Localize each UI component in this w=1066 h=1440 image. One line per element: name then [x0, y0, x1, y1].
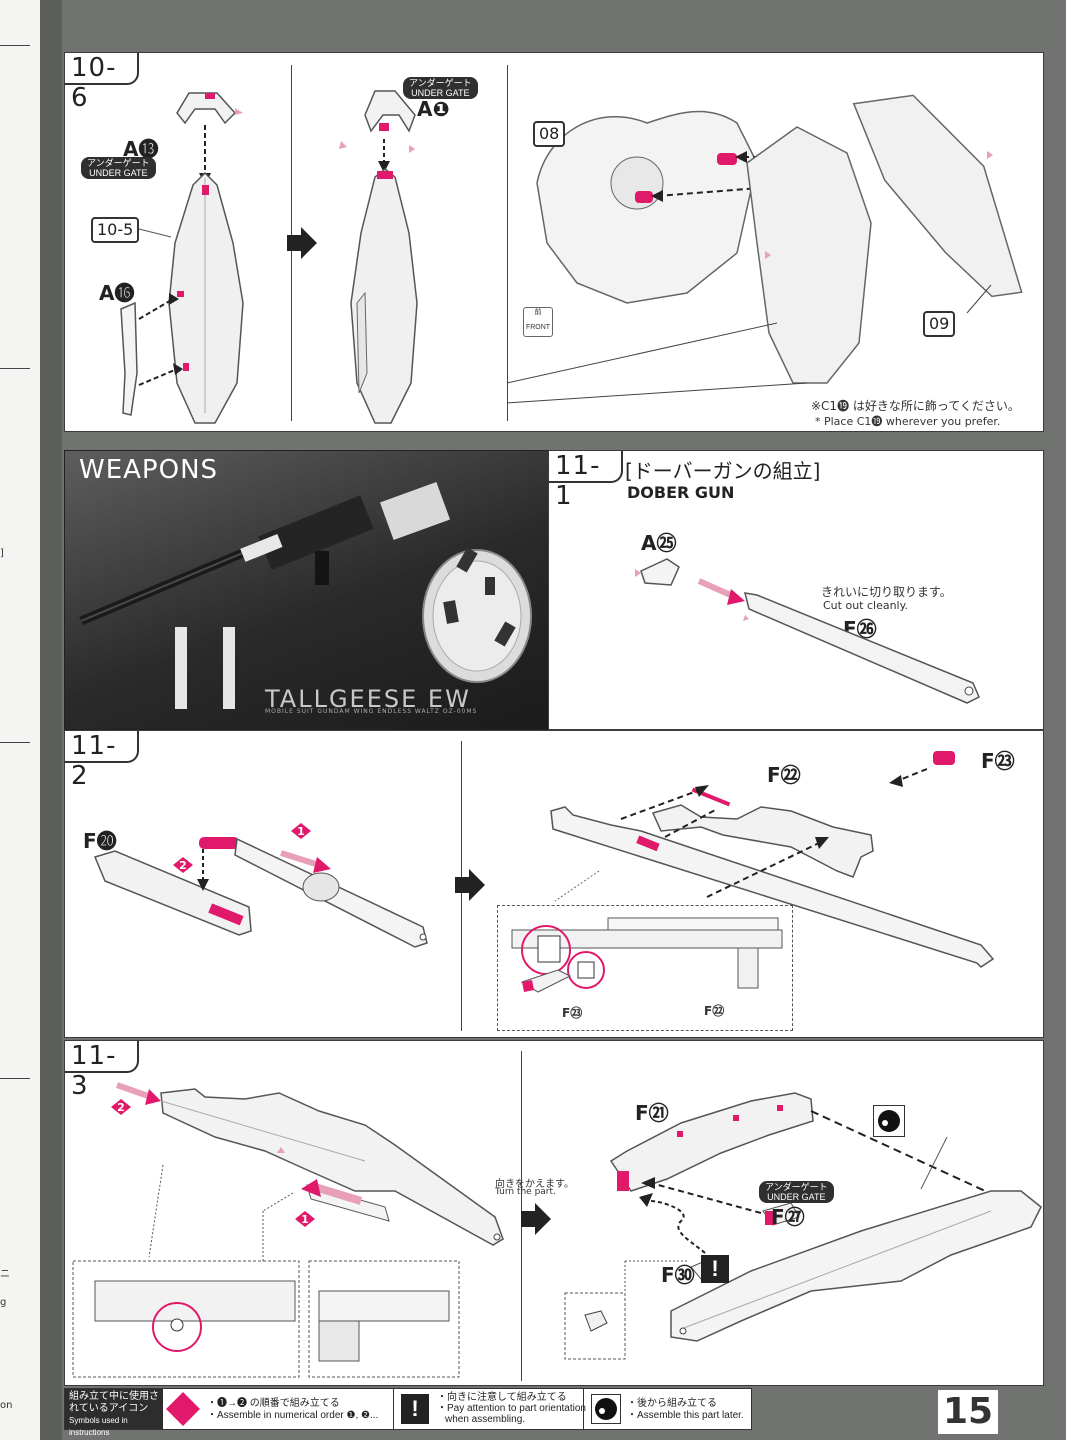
- ref-part-09: 09: [923, 311, 956, 337]
- step-number: 11-2: [65, 731, 139, 791]
- inset-label-f23: F㉓: [562, 1006, 583, 1020]
- gun-body-diagram: 2 1: [72, 1082, 504, 1378]
- order-icon: [166, 1392, 200, 1426]
- ref-part-08: 08: [533, 121, 566, 147]
- step-number: 11-1: [549, 451, 623, 511]
- step-11-2-panel: 11-2 F⓴ 1 2: [64, 730, 1044, 1038]
- part-label-a16: A⓰: [99, 281, 135, 305]
- part-label-f20: F⓴: [83, 829, 117, 853]
- step-number: 11-3: [65, 1041, 139, 1101]
- caution-icon: !: [701, 1255, 729, 1283]
- dober-gun-photo: [79, 481, 532, 709]
- weapons-title: WEAPONS: [79, 455, 219, 485]
- turn-note-en: Turn the part.: [495, 1187, 556, 1197]
- barrel-assembly-diagram: 1 2: [93, 823, 428, 948]
- shield-part-diagram: [120, 92, 244, 424]
- part-label-f30: F㉚: [661, 1263, 695, 1287]
- next-arrow-icon: [287, 227, 317, 259]
- step-title-jp: [ドーバーガンの組立]: [625, 459, 821, 483]
- next-arrow-icon: [521, 1203, 551, 1235]
- order-number-2: 2: [179, 859, 187, 872]
- panel-divider: [507, 65, 508, 421]
- placement-note-en: * Place C1⓳ wherever you prefer.: [815, 415, 1001, 428]
- step-title-en: DOBER GUN: [627, 483, 735, 502]
- step-11-3-panel: 11-3 2 1 向きをかえます。: [64, 1040, 1044, 1386]
- cut-note-jp: きれいに切り取ります。: [821, 585, 952, 599]
- order-number-2: 2: [117, 1101, 125, 1114]
- shoulder-attach-diagram: [506, 94, 1023, 404]
- barrel-frame-diagram: [550, 751, 995, 968]
- part-label-a25: A㉕: [641, 531, 677, 555]
- gun-body-rear-diagram: [564, 1092, 1042, 1360]
- step-11-1-panel: 11-1 [ドーバーガンの組立] DOBER GUN A㉕ きれいに切り取ります…: [548, 450, 1044, 730]
- inset-detail: F㉓ F㉒: [497, 905, 793, 1031]
- legend-later: ・後から組み立てる ・Assemble this part later.: [583, 1389, 751, 1429]
- tallgeese-logo: TALLGEESE EW: [265, 685, 471, 713]
- tallgeese-logo-subtitle: MOBILE SUIT GUNDAM WING ENDLESS WALTZ OZ…: [265, 708, 478, 715]
- legend-caption: 組み立て中に使用されているアイコン Symbols used in instru…: [65, 1389, 163, 1437]
- order-number-1: 1: [301, 1213, 309, 1226]
- inset-frame-diagram: [511, 917, 783, 993]
- shield-assembled-diagram: [339, 90, 418, 424]
- weapons-photo-panel: WEAPONS TALLGEESE EW MOBILE SUIT GUNDAM …: [64, 450, 550, 730]
- next-arrow-icon: [455, 869, 485, 901]
- part-label-f23: F㉓: [981, 749, 1015, 773]
- symbol-legend: 組み立て中に使用されているアイコン Symbols used in instru…: [64, 1388, 752, 1437]
- assemble-later-icon: [591, 1394, 621, 1424]
- turn-note-jp: 向きをかえます。: [495, 1179, 574, 1190]
- assemble-later-icon: [873, 1105, 905, 1137]
- barrel-tip-diagram: [635, 558, 980, 704]
- legend-order: ・❶→❷ の順番で組み立てる ・Assemble in numerical or…: [163, 1389, 394, 1429]
- step-number: 10-6: [65, 53, 139, 113]
- caution-icon: !: [401, 1394, 429, 1424]
- placement-note-jp: ※C1⓳ は好きな所に飾ってください。: [811, 399, 1020, 413]
- order-number-1: 1: [297, 825, 305, 838]
- facing-page-edge: ] ニ g on: [0, 0, 41, 1440]
- cut-note-en: Cut out cleanly.: [823, 599, 909, 612]
- binding-gutter: [40, 0, 62, 1440]
- part-label-a1: A❶: [417, 97, 450, 121]
- ref-step-10-5: 10-5: [91, 217, 140, 243]
- inset-label-f22: F㉒: [704, 1004, 725, 1018]
- page-number: 15: [938, 1390, 998, 1434]
- part-label-f21: F㉑: [635, 1101, 669, 1125]
- part-label-f27: F㉗: [771, 1205, 805, 1229]
- part-label-f22: F㉒: [767, 763, 801, 787]
- legend-orientation: ! ・向きに注意して組み立てる ・Pay attention to part o…: [393, 1389, 586, 1429]
